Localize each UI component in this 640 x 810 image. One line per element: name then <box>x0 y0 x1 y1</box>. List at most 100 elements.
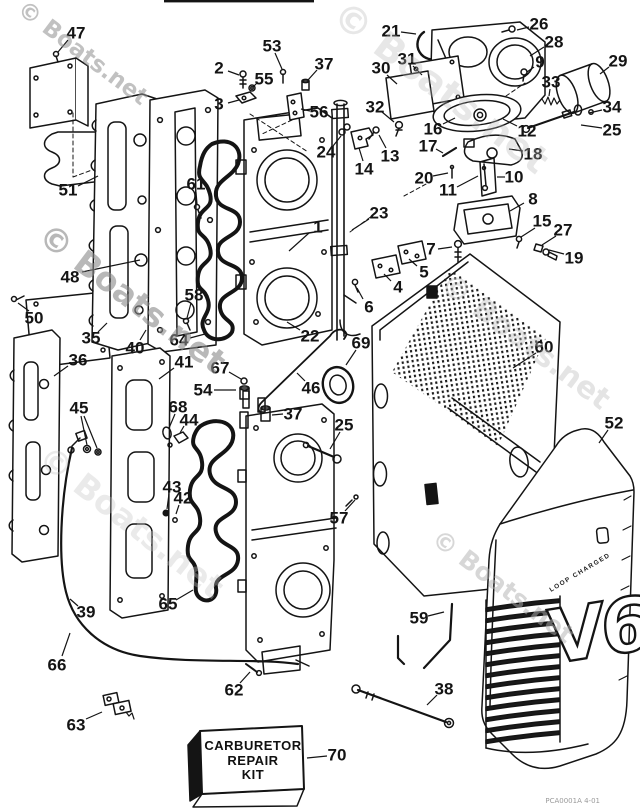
part-callout: 43 <box>163 478 182 510</box>
repair-kit-box <box>187 725 305 808</box>
part-number: 44 <box>180 411 199 430</box>
leader-line <box>512 352 537 369</box>
part-number: 11 <box>439 181 457 200</box>
part-number: 66 <box>48 656 67 675</box>
part-number: 14 <box>355 160 374 179</box>
part-callout: 67 <box>211 359 242 380</box>
leader-line <box>166 493 170 510</box>
part-callout: 40 <box>126 329 147 358</box>
part-number: 42 <box>174 489 193 508</box>
kit-box-line2: REPAIR <box>227 753 278 768</box>
part-callout: 27 <box>541 221 572 246</box>
leader-line <box>69 598 79 607</box>
bolt-and-link-drawing <box>351 602 455 729</box>
leader-line <box>329 431 341 450</box>
top-border-line <box>164 0 314 3</box>
leader-line <box>516 26 530 31</box>
part-callout: 46 <box>296 372 320 398</box>
part-callout: 53 <box>263 37 283 70</box>
part-callout: 17 <box>419 137 444 156</box>
leader-line <box>520 227 536 238</box>
leader-line <box>286 321 301 331</box>
louver-slat <box>485 631 560 646</box>
louver-slat <box>485 664 560 679</box>
part-callout: 31 <box>398 50 423 76</box>
part-callout: 33 <box>542 73 560 97</box>
louver-slat <box>485 642 560 657</box>
part-number: 48 <box>61 268 80 287</box>
part-number: 34 <box>603 98 622 117</box>
part-number: 24 <box>317 143 336 162</box>
part-number: 52 <box>605 414 624 433</box>
part-callout: 26 <box>516 15 548 34</box>
part-number: 37 <box>315 55 334 74</box>
leader-line <box>408 258 418 267</box>
leader-line <box>426 694 438 706</box>
part-callout: 5 <box>408 258 429 282</box>
part-number: 61 <box>187 175 206 194</box>
part-callout: 15 <box>520 212 552 238</box>
part-callout: 6 <box>356 287 374 317</box>
intake-gasket-drawing <box>195 139 244 342</box>
carburetor-stack-drawing <box>235 107 333 346</box>
part-callout: 29 <box>599 52 627 75</box>
sleeve-drawing <box>555 62 611 114</box>
leader-line <box>195 191 198 205</box>
leader-line <box>271 413 284 416</box>
part-number: 1 <box>313 218 322 237</box>
clamp-drawing <box>102 691 135 720</box>
part-callout: 65 <box>159 589 194 614</box>
louver-slat <box>485 598 560 613</box>
leader-line <box>526 66 535 73</box>
leader-line <box>61 632 71 657</box>
leader-line <box>435 148 444 154</box>
part-callout: 24 <box>317 135 342 162</box>
leader-line <box>83 415 98 449</box>
mount-hardware-drawing <box>351 235 558 293</box>
part-callout: 44 <box>179 411 199 434</box>
part-number: 4 <box>393 278 403 297</box>
leader-line <box>252 82 258 88</box>
part-number: 28 <box>545 33 564 52</box>
part-number: 55 <box>255 70 274 89</box>
part-number: 36 <box>69 351 88 370</box>
leader-line <box>351 218 370 231</box>
part-number: 5 <box>419 263 428 282</box>
part-number: 15 <box>533 212 552 231</box>
part-number: 63 <box>67 716 86 735</box>
part-callout: 13 <box>378 134 399 166</box>
part-callout: 21 <box>382 22 417 41</box>
part-callout: 68 <box>168 398 187 429</box>
leader-line <box>80 415 88 446</box>
leader-line <box>307 69 318 81</box>
part-callout: 57 <box>330 499 356 528</box>
small-parts-cluster <box>82 377 250 523</box>
louver-slat <box>485 730 560 745</box>
part-callout: 32 <box>366 98 395 123</box>
part-callout: 1 <box>288 218 323 252</box>
grommet-and-rod-drawing <box>257 328 355 413</box>
part-number: 60 <box>535 338 554 357</box>
part-number: 38 <box>435 680 454 699</box>
leader-line <box>186 302 192 319</box>
part-number: 8 <box>528 190 537 209</box>
louver-slat <box>485 708 560 723</box>
leader-line <box>239 671 251 684</box>
leader-line <box>175 589 194 601</box>
leader-line <box>599 66 610 75</box>
louver-slat <box>485 675 560 690</box>
leader-line <box>456 175 479 188</box>
leader-line <box>139 329 147 341</box>
leader-line <box>378 134 387 149</box>
part-callout: 2 <box>214 59 240 78</box>
part-number: 10 <box>505 168 524 187</box>
part-callout: 30 <box>372 59 398 85</box>
part-number: 43 <box>163 478 182 497</box>
part-number: 40 <box>126 339 145 358</box>
part-number: 54 <box>194 381 213 400</box>
leader-line <box>296 372 306 382</box>
part-callout: 41 <box>158 353 193 380</box>
leader-line <box>189 333 206 339</box>
